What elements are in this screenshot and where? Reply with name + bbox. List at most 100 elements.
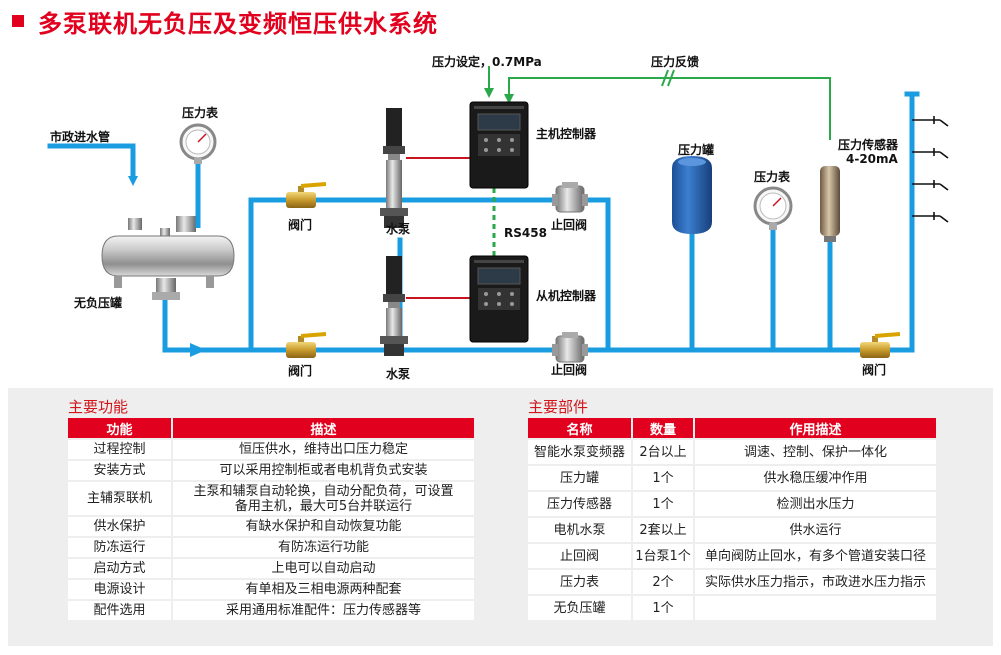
function-desc: 可以采用控制柜或者电机背负式安装 (171, 461, 474, 480)
component-name: 止回阀 (528, 544, 631, 568)
inlet-pipe (47, 143, 136, 178)
component-desc: 单向阀防止回水，有多个管道安装口径 (693, 544, 936, 568)
sensor-label: 压力传感器 (838, 138, 899, 152)
table-row: 电源设计 有单相及三相电源两种配套 (68, 580, 474, 599)
components-header-qty: 数量 (631, 418, 693, 438)
bottom-check-valve-label: 止回阀 (551, 363, 588, 377)
functions-header-row: 功能 描述 (68, 418, 474, 438)
function-desc: 恒压供水，维持出口压力稳定 (171, 440, 474, 459)
components-header-row: 名称 数量 作用描述 (528, 418, 936, 438)
outlet-valve-label: 阀门 (862, 363, 887, 377)
functions-header-name: 功能 (68, 418, 171, 438)
main-controller-label: 主机控制器 (536, 127, 597, 141)
component-qty: 1个 (631, 492, 693, 516)
table-row: 配件选用 采用通用标准配件：压力传感器等 (68, 601, 474, 620)
function-name: 防冻运行 (68, 538, 171, 557)
water-supply-diagram (47, 66, 949, 363)
page-header: 多泵联机无负压及变频恒压供水系统 (12, 4, 438, 38)
component-qty: 2套以上 (631, 518, 693, 542)
function-name: 电源设计 (68, 580, 171, 599)
table-row: 无负压罐 1个 (528, 596, 936, 620)
page-title: 多泵联机无负压及变频恒压供水系统 (38, 9, 438, 38)
table-row: 防冻运行 有防冻运行功能 (68, 538, 474, 557)
component-desc: 检测出水压力 (693, 492, 936, 516)
table-row: 智能水泵变频器 2台以上 调速、控制、保护一体化 (528, 440, 936, 464)
function-desc-line: 备用主机，最大可5台并联运行 (234, 498, 413, 514)
pressure-tank-icon (672, 156, 712, 234)
top-check-valve-label: 止回阀 (551, 218, 588, 232)
function-name: 供水保护 (68, 517, 171, 536)
table-row: 过程控制 恒压供水，维持出口压力稳定 (68, 440, 474, 459)
component-desc: 供水运行 (693, 518, 936, 542)
component-desc (693, 596, 936, 620)
component-name: 电机水泵 (528, 518, 631, 542)
bottom-pump-label: 水泵 (386, 367, 411, 381)
functions-header-desc: 描述 (171, 418, 474, 438)
pressure-set-arrow-icon (484, 88, 494, 98)
components-header-desc: 作用描述 (693, 418, 936, 438)
pressure-set-label: 压力设定，0.7MPa (432, 55, 542, 69)
inlet-pressure-gauge-icon (179, 123, 217, 228)
component-desc: 调速、控制、保护一体化 (693, 440, 936, 464)
top-pump-icon (380, 108, 408, 228)
sensor-range-label: 4-20mA (846, 152, 898, 166)
main-controller-icon (469, 101, 529, 189)
bottom-valve-icon (286, 332, 327, 358)
component-desc: 供水稳压缓冲作用 (693, 466, 936, 490)
function-desc: 有防冻运行功能 (171, 538, 474, 557)
feedback-arrow-icon (504, 94, 514, 104)
table-row: 供水保护 有缺水保护和自动恢复功能 (68, 517, 474, 536)
component-qty: 2个 (631, 570, 693, 594)
top-valve-label: 阀门 (288, 218, 313, 232)
pressure-feedback-line (508, 69, 831, 140)
inlet-pipe-label: 市政进水管 (50, 130, 111, 144)
inlet-flow-arrow-icon (128, 176, 138, 186)
function-desc: 采用通用标准配件：压力传感器等 (171, 601, 474, 620)
function-name: 过程控制 (68, 440, 171, 459)
title-bullet-icon (12, 15, 24, 27)
rs458-label: RS458 (504, 226, 547, 240)
bottom-valve-label: 阀门 (288, 364, 313, 378)
slave-controller-icon (469, 255, 529, 343)
bottom-check-valve-icon (552, 332, 588, 363)
component-qty: 1台泵1个 (631, 544, 693, 568)
outlet-valve-icon (860, 332, 901, 358)
bottom-header-pipe (162, 297, 915, 353)
function-name: 主辅泵联机 (68, 482, 171, 515)
table-row: 压力罐 1个 供水稳压缓冲作用 (528, 466, 936, 490)
function-desc-line: 主泵和辅泵自动轮换，自动分配负荷，可设置 (193, 483, 454, 499)
function-name: 启动方式 (68, 559, 171, 578)
outlet-taps-icon (912, 116, 949, 223)
component-name: 压力表 (528, 570, 631, 594)
table-row: 主辅泵联机 主泵和辅泵自动轮换，自动分配负荷，可设置备用主机，最大可5台并联运行 (68, 482, 474, 515)
function-desc: 有缺水保护和自动恢复功能 (171, 517, 474, 536)
pressure-sensor-icon (820, 166, 840, 242)
outlet-pressure-gauge-icon (753, 186, 793, 230)
component-desc: 实际供水压力指示，市政进水压力指示 (693, 570, 936, 594)
function-name: 安装方式 (68, 461, 171, 480)
component-name: 无负压罐 (528, 596, 631, 620)
top-valve-icon (286, 182, 327, 208)
top-check-valve-icon (552, 182, 588, 213)
non-negative-pressure-tank-icon (101, 216, 235, 300)
table-row: 压力传感器 1个 检测出水压力 (528, 492, 936, 516)
component-name: 压力传感器 (528, 492, 631, 516)
functions-title: 主要功能 (68, 398, 129, 416)
header-flow-arrow-icon (190, 343, 206, 357)
table-row: 安装方式 可以采用控制柜或者电机背负式安装 (68, 461, 474, 480)
functions-table: 功能 描述 过程控制 恒压供水，维持出口压力稳定 安装方式 可以采用控制柜或者电… (68, 416, 474, 622)
table-row: 启动方式 上电可以自动启动 (68, 559, 474, 578)
components-header-name: 名称 (528, 418, 631, 438)
components-title: 主要部件 (528, 398, 589, 416)
pressure-tank-label: 压力罐 (678, 143, 715, 157)
components-table: 名称 数量 作用描述 智能水泵变频器 2台以上 调速、控制、保护一体化 压力罐 … (528, 416, 936, 622)
function-desc: 上电可以自动启动 (171, 559, 474, 578)
table-row: 压力表 2个 实际供水压力指示，市政进水压力指示 (528, 570, 936, 594)
feedback-label: 压力反馈 (651, 55, 700, 69)
bottom-pump-icon (380, 256, 408, 356)
component-name: 压力罐 (528, 466, 631, 490)
pipe-network (47, 91, 920, 355)
component-qty: 2台以上 (631, 440, 693, 464)
component-qty: 1个 (631, 596, 693, 620)
